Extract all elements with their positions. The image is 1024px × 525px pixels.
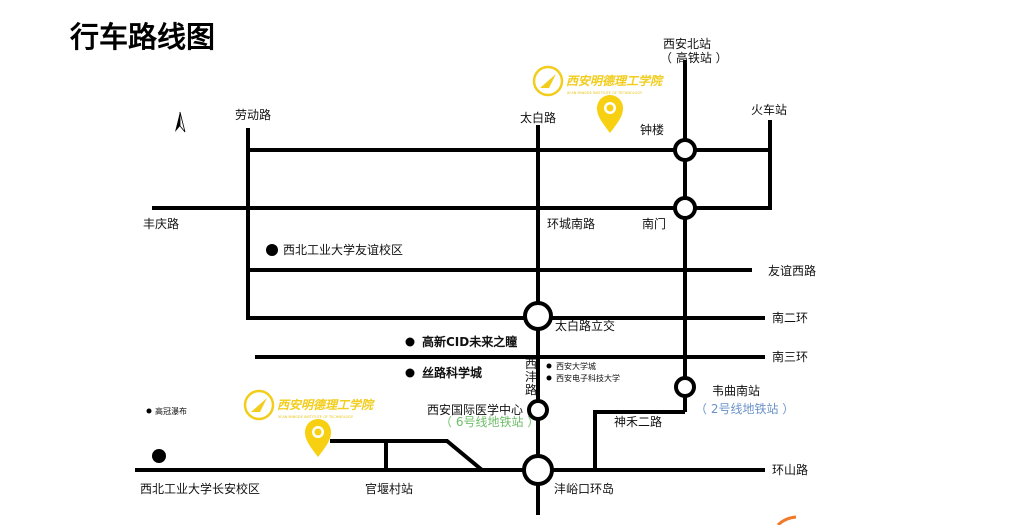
road-label-xifeng-1: 西 [525,357,537,371]
decorative-swoosh [776,515,797,525]
label-fengyukou: 沣峪口环岛 [554,481,614,496]
location-pin-icon [597,95,623,133]
school-logo-top: 西安明德理工学院 XI'AN MINGDE INSTITUTE OF TECHN… [532,65,664,97]
road-campus-spur [330,439,484,472]
logo-subtitle: XI'AN MINGDE INSTITUTE OF TECHNOLOGY [278,415,354,419]
location-pin-icon [305,419,331,457]
place-cid: 高新CID未来之瞳 [422,334,517,349]
school-logo-bottom: 西安明德理工学院 XI'AN MINGDE INSTITUTE OF TECHN… [243,389,375,421]
place-dot [405,337,415,347]
road-label-fengqing: 丰庆路 [143,216,179,231]
road-network [135,60,772,515]
north-arrow-icon [175,111,186,133]
station-zhonglou [673,138,697,162]
label-xian-north: 西安北站 [663,36,711,51]
label-xian-north-sub: （ 高铁站 ） [660,50,728,65]
place-silk-road: 丝路科学城 [422,365,482,380]
place-dot [146,408,152,414]
road-label-huanchengnan: 环城南路 [547,216,595,231]
road-label-shenhe2: 神禾二路 [614,414,662,429]
place-university-town: 西安大学城 [556,361,596,371]
place-dot [152,449,166,463]
station-weiqu-south [674,376,696,398]
road-label-xifeng-2: 沣 [525,370,537,384]
station-medical-center [527,399,549,421]
label-guanyancun: 官堰村站 [365,481,413,496]
label-medical-center: 西安国际医学中心 [427,402,523,417]
station-taibai-interchange [523,301,553,331]
label-taibai-interchange: 太白路立交 [555,318,615,333]
road-label-laodong: 劳动路 [235,107,271,122]
label-train-station: 火车站 [751,102,787,117]
road-label-youyixi: 友谊西路 [768,263,816,278]
road-shenhe2 [593,410,685,470]
road-label-nanerhuan: 南二环 [772,310,808,325]
place-dot [405,368,415,378]
logo-name: 西安明德理工学院 [566,74,664,88]
label-nanmen: 南门 [642,216,666,231]
place-dot [546,375,552,381]
station-fengyukou [522,454,554,486]
place-nwpu-youyi: 西北工业大学友谊校区 [283,242,403,257]
page-title: 行车路线图 [69,20,215,54]
label-weiqu-south: 韦曲南站 [712,383,760,398]
place-nwpu-changan: 西北工业大学长安校区 [140,481,260,496]
label-medical-center-line: （ 6号线地铁站 ） [440,415,539,429]
place-gaoguan: 高冠瀑布 [155,406,187,416]
logo-subtitle: XI'AN MINGDE INSTITUTE OF TECHNOLOGY [567,91,643,95]
place-dot [266,244,278,256]
place-xidian: 西安电子科技大学 [556,373,620,383]
logo-name: 西安明德理工学院 [277,398,375,412]
road-label-taibai: 太白路 [520,110,556,125]
place-dot [546,363,552,369]
label-zhonglou: 钟楼 [640,122,664,137]
station-nanmen [673,196,697,220]
road-label-nansanhuan: 南三环 [772,349,808,364]
label-weiqu-south-line: （ 2号线地铁站 ） [695,402,794,416]
road-label-xifeng-3: 路 [525,382,537,397]
road-label-huanshan: 环山路 [772,462,808,477]
